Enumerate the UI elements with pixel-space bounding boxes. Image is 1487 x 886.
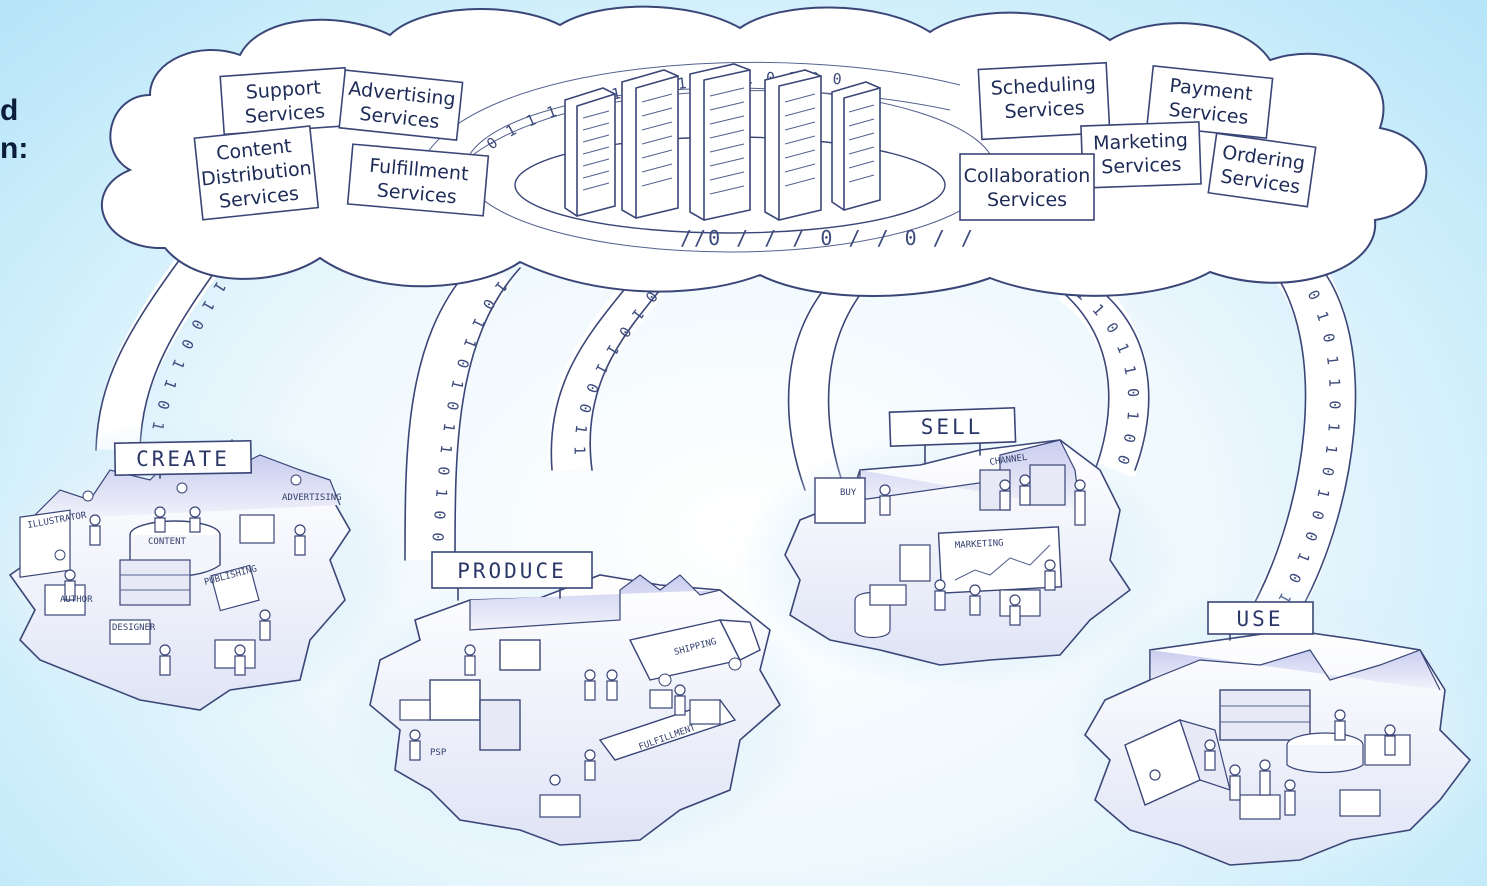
service-box-content-distribution: Content Distribution Services bbox=[193, 125, 320, 221]
cloud-binary-bottom: //0 / / / 0 / / 0 / / bbox=[680, 226, 975, 250]
service-line: Services bbox=[1004, 97, 1085, 123]
stage-produce: PRODUCE bbox=[330, 551, 820, 865]
partial-title: d n: bbox=[0, 92, 28, 168]
title-fragment-1: d bbox=[0, 94, 19, 127]
stage-sell: SELL CHANNEL BUY MARKETING bbox=[740, 406, 1180, 690]
service-box-advertising: Advertising Services bbox=[338, 69, 464, 141]
sublabel-psp: PSP bbox=[430, 748, 447, 758]
service-box-support: Support Services bbox=[219, 66, 350, 136]
stage-label-use: USE bbox=[1237, 607, 1284, 631]
sublabel-designer: DESIGNER bbox=[112, 623, 156, 633]
sublabel-buy: BUY bbox=[840, 488, 857, 498]
service-cloud: 11 0 1 1 1 0 1 1 0 1 1 1 0 1 0 1 0 0 //0… bbox=[101, 5, 1428, 297]
service-box-fulfillment: Fulfillment Services bbox=[346, 143, 490, 217]
lightbulb-icon bbox=[54, 474, 302, 561]
sublabel-advertising: ADVERTISING bbox=[282, 493, 342, 503]
server-stack-icon bbox=[564, 63, 881, 221]
truck-icon bbox=[628, 619, 761, 687]
title-fragment-2: n: bbox=[0, 132, 29, 165]
service-box-ordering: Ordering Services bbox=[1207, 132, 1317, 208]
service-box-payment: Payment Services bbox=[1146, 65, 1274, 139]
service-box-scheduling: Scheduling Services bbox=[977, 61, 1111, 141]
service-line: Services bbox=[1101, 154, 1182, 179]
sublabel-author: AUTHOR bbox=[60, 595, 93, 605]
service-line: Collaboration bbox=[964, 165, 1091, 187]
service-line: Services bbox=[987, 189, 1067, 211]
sublabel-content: CONTENT bbox=[148, 537, 187, 547]
service-box-marketing: Marketing Services bbox=[1080, 121, 1202, 189]
service-line: Support bbox=[245, 77, 321, 104]
sublabel-marketing: MARKETING bbox=[955, 538, 1004, 551]
stage-use: USE bbox=[1065, 585, 1487, 885]
stage-label-produce: PRODUCE bbox=[457, 559, 567, 583]
service-line: Marketing bbox=[1093, 129, 1188, 154]
stage-create: CREATE ILLUSTRATOR bbox=[0, 420, 410, 720]
service-line: Scheduling bbox=[990, 72, 1096, 99]
service-box-collaboration: Collaboration Services bbox=[959, 153, 1095, 221]
stage-label-sell: SELL bbox=[921, 415, 984, 439]
stage-label-create: CREATE bbox=[136, 447, 230, 471]
